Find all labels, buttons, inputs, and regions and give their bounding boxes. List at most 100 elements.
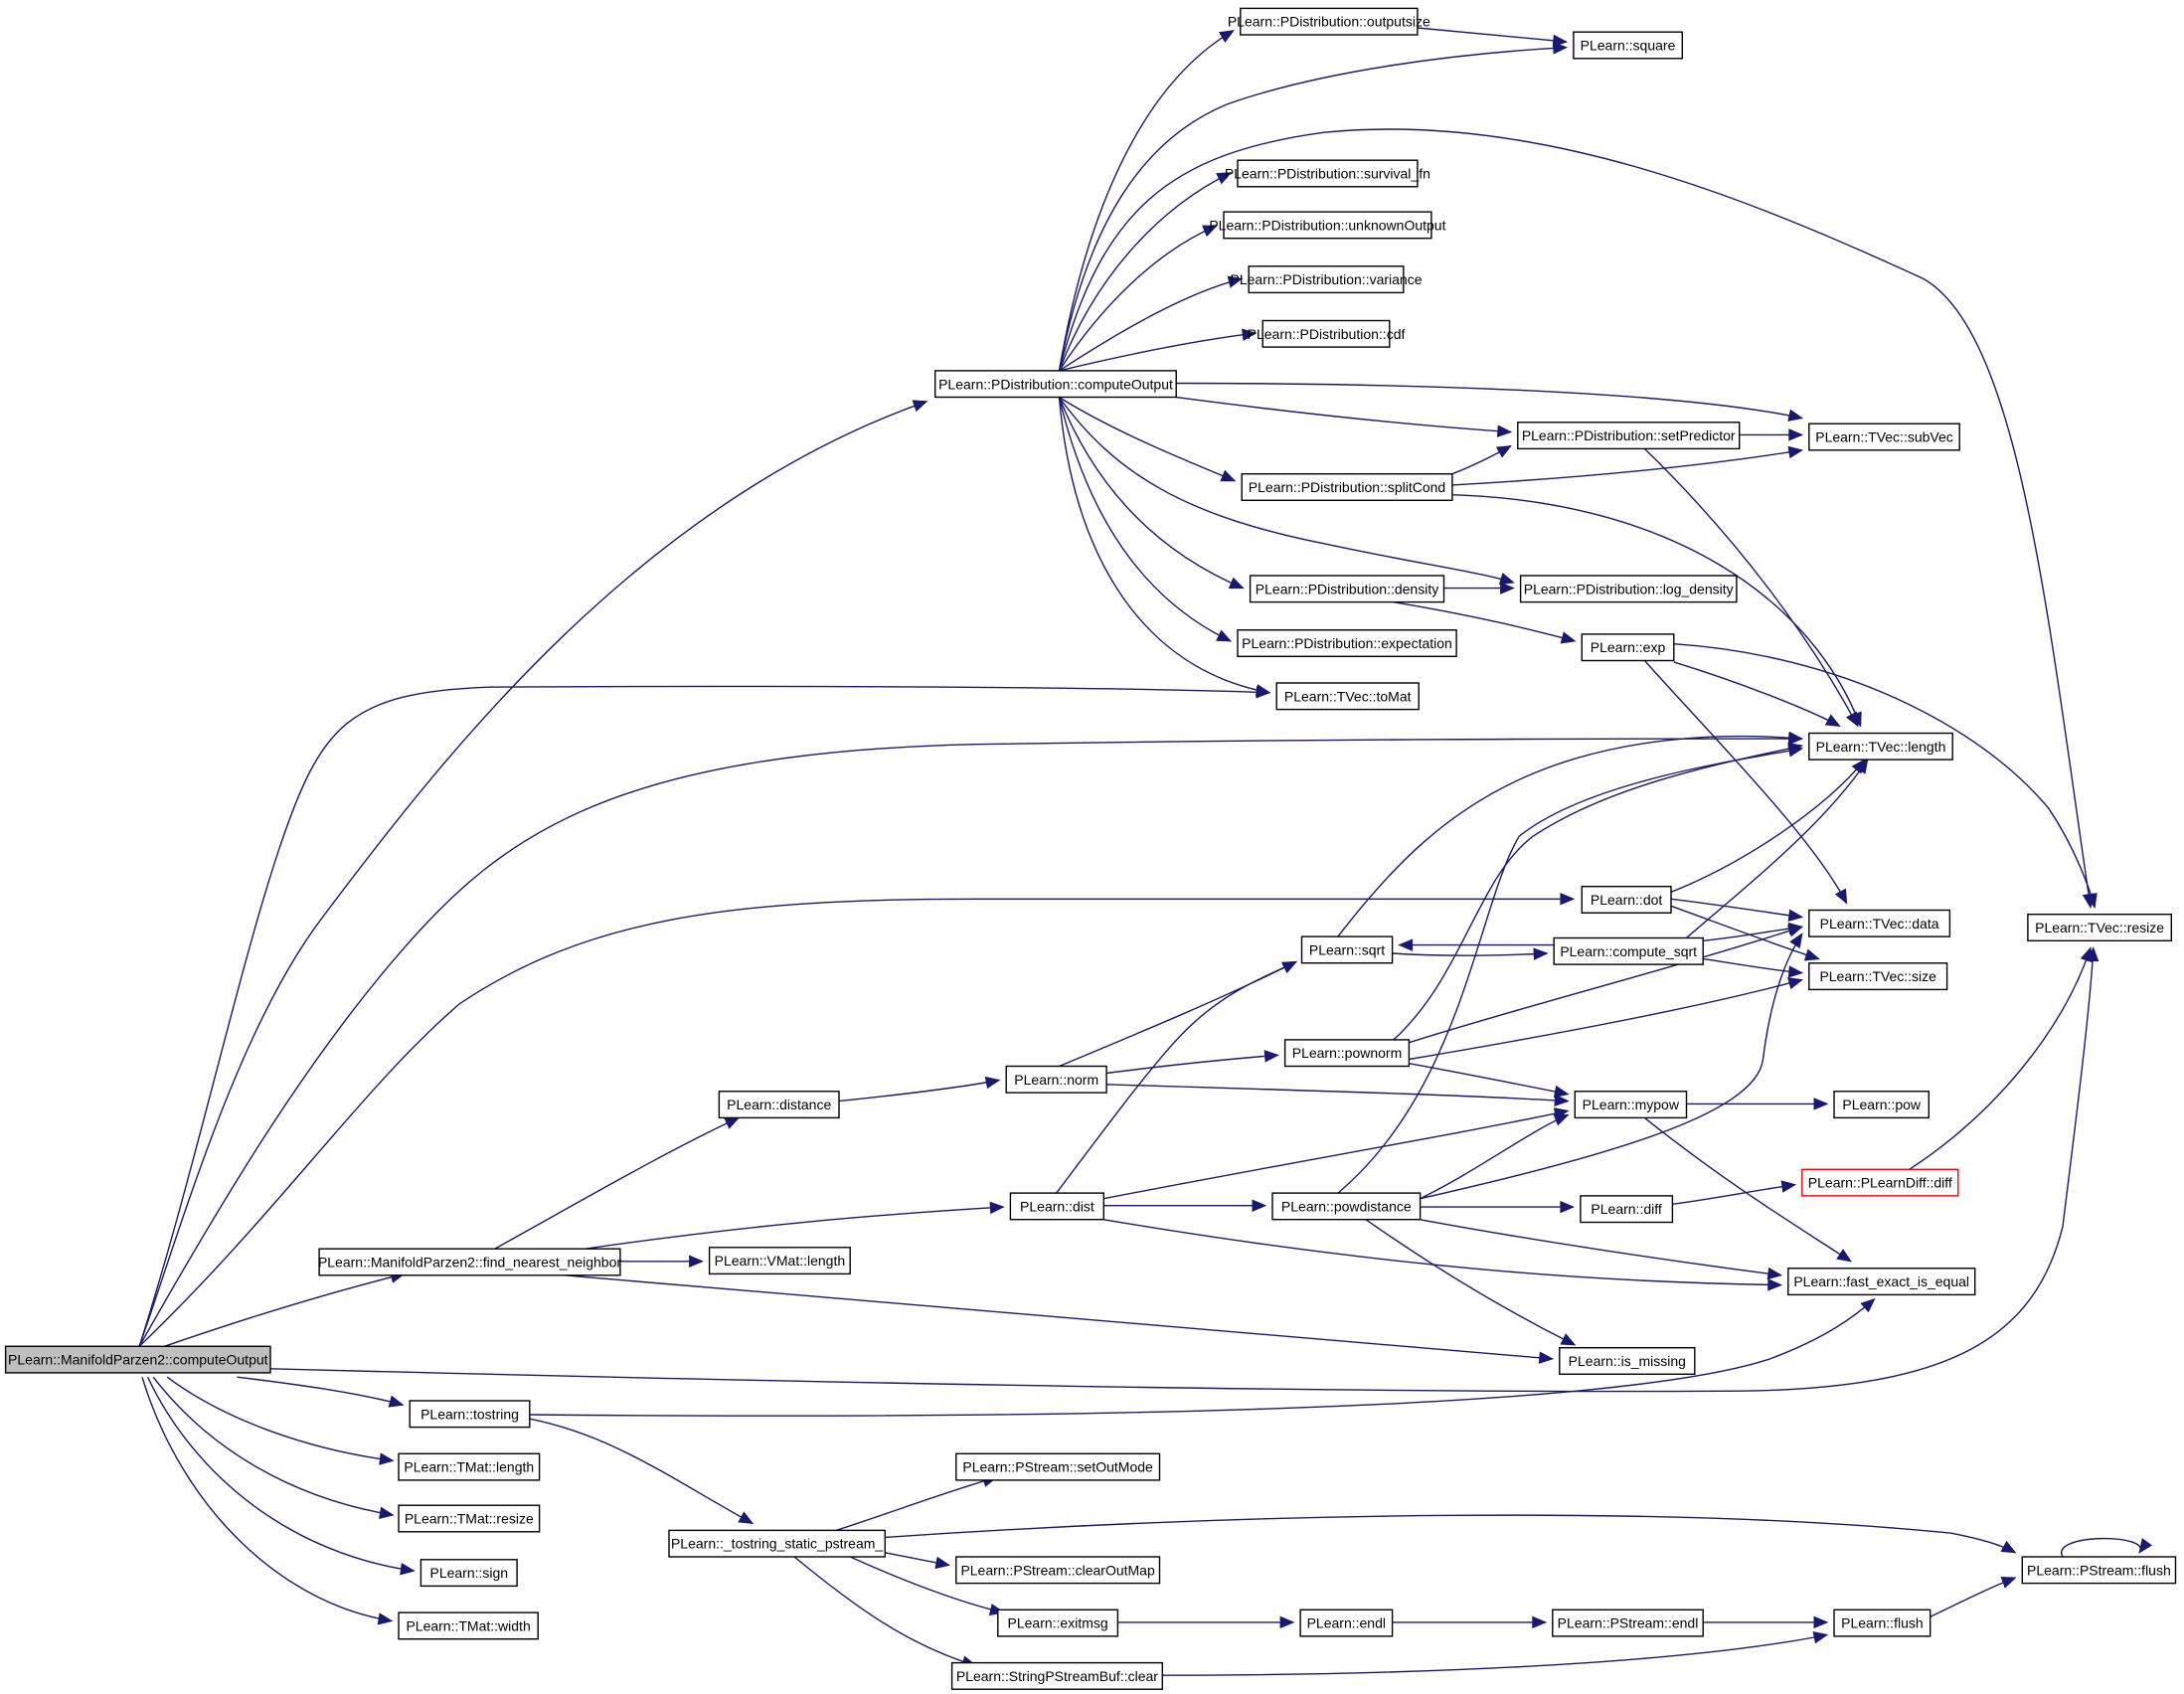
graph-node-sign[interactable]: PLearn::sign: [420, 1559, 518, 1588]
node-box[interactable]: [1833, 1609, 1932, 1637]
graph-node-square[interactable]: PLearn::square: [1573, 31, 1684, 60]
node-box[interactable]: [1275, 682, 1420, 711]
node-box[interactable]: [1808, 909, 1951, 937]
node-box[interactable]: [1787, 1268, 1976, 1296]
node-box[interactable]: [718, 1091, 840, 1119]
node-box[interactable]: [934, 370, 1177, 399]
graph-node-feq[interactable]: PLearn::fast_exact_is_equal: [1787, 1268, 1976, 1296]
node-box[interactable]: [1249, 575, 1445, 603]
graph-node-endl[interactable]: PLearn::endl: [1299, 1609, 1394, 1637]
graph-node-tsp[interactable]: PLearn::_tostring_static_pstream_: [668, 1529, 887, 1558]
graph-node-powdist[interactable]: PLearn::powdistance: [1271, 1192, 1422, 1221]
graph-node-tmlen[interactable]: PLearn::TMat::length: [398, 1452, 541, 1481]
graph-node-expect[interactable]: PLearn::PDistribution::expectation: [1237, 629, 1457, 658]
graph-node-dot[interactable]: PLearn::dot: [1581, 886, 1672, 915]
node-box[interactable]: [1808, 962, 1948, 991]
graph-node-distance[interactable]: PLearn::distance: [718, 1091, 840, 1119]
node-box[interactable]: [1299, 1609, 1394, 1637]
graph-node-pd_out[interactable]: PLearn::PDistribution::outputsize: [1228, 7, 1430, 36]
node-box[interactable]: [997, 1609, 1119, 1637]
graph-node-pdiff[interactable]: PLearn::PLearnDiff::diff: [1801, 1168, 1959, 1197]
node-box[interactable]: [1574, 1091, 1688, 1119]
node-box[interactable]: [398, 1452, 541, 1481]
node-box[interactable]: [668, 1529, 887, 1558]
node-box[interactable]: [409, 1400, 531, 1429]
graph-node-variance[interactable]: PLearn::PDistribution::variance: [1231, 265, 1423, 294]
graph-node-exitmsg[interactable]: PLearn::exitmsg: [997, 1609, 1119, 1637]
node-box[interactable]: [1300, 935, 1394, 964]
graph-node-pd_co[interactable]: PLearn::PDistribution::computeOutput: [934, 370, 1177, 399]
node-box[interactable]: [1581, 886, 1672, 915]
node-box[interactable]: [1573, 31, 1684, 60]
node-box[interactable]: [1261, 319, 1391, 348]
node-box[interactable]: [1519, 575, 1738, 603]
node-box[interactable]: [2021, 1556, 2177, 1585]
graph-node-norm[interactable]: PLearn::norm: [1005, 1065, 1107, 1094]
node-box[interactable]: [955, 1452, 1161, 1481]
graph-node-dist[interactable]: PLearn::dist: [1009, 1192, 1105, 1221]
graph-node-vmlen[interactable]: PLearn::VMat::length: [708, 1247, 851, 1275]
node-box[interactable]: [1005, 1065, 1107, 1094]
graph-node-survival[interactable]: PLearn::PDistribution::survival_fn: [1225, 159, 1430, 188]
graph-node-fnn[interactable]: PLearn::ManifoldParzen2::find_nearest_ne…: [318, 1248, 621, 1276]
graph-node-psendl[interactable]: PLearn::PStream::endl: [1552, 1609, 1704, 1637]
node-box[interactable]: [1559, 1346, 1696, 1375]
graph-node-diff[interactable]: PLearn::diff: [1580, 1195, 1674, 1224]
node-box[interactable]: [1517, 422, 1741, 450]
node-box[interactable]: [1581, 633, 1675, 662]
graph-node-setoutmode[interactable]: PLearn::PStream::setOutMode: [955, 1452, 1161, 1481]
graph-node-tostring[interactable]: PLearn::tostring: [409, 1400, 531, 1429]
node-box[interactable]: [955, 1556, 1161, 1585]
graph-node-ismiss[interactable]: PLearn::is_missing: [1559, 1346, 1696, 1375]
node-box[interactable]: [1580, 1195, 1674, 1224]
node-box[interactable]: [1223, 211, 1432, 240]
graph-node-pownorm[interactable]: PLearn::pownorm: [1283, 1039, 1411, 1068]
graph-node-splitcond[interactable]: PLearn::PDistribution::splitCond: [1241, 473, 1453, 502]
graph-node-sqrt[interactable]: PLearn::sqrt: [1300, 935, 1394, 964]
graph-node-tvsize[interactable]: PLearn::TVec::size: [1808, 962, 1948, 991]
node-box[interactable]: [4, 1345, 271, 1374]
node-box[interactable]: [1237, 629, 1457, 658]
node-box[interactable]: [420, 1559, 518, 1588]
node-box[interactable]: [1248, 265, 1405, 294]
graph-node-pow[interactable]: PLearn::pow: [1833, 1091, 1931, 1119]
node-box[interactable]: [1237, 159, 1419, 188]
node-box[interactable]: [318, 1248, 621, 1276]
graph-node-density[interactable]: PLearn::PDistribution::density: [1249, 575, 1445, 603]
graph-node-psflush[interactable]: PLearn::PStream::flush: [2021, 1556, 2177, 1585]
node-box[interactable]: [1009, 1192, 1105, 1221]
node-box[interactable]: [1808, 423, 1960, 451]
node-box[interactable]: [1553, 936, 1704, 965]
node-box[interactable]: [1271, 1192, 1422, 1221]
graph-node-spclear[interactable]: PLearn::StringPStreamBuf::clear: [950, 1661, 1163, 1690]
graph-node-tomat[interactable]: PLearn::TVec::toMat: [1275, 682, 1420, 711]
graph-node-tmwidth[interactable]: PLearn::TMat::width: [398, 1611, 539, 1640]
graph-node-tvresize[interactable]: PLearn::TVec::resize: [2027, 914, 2173, 942]
node-box[interactable]: [950, 1661, 1163, 1690]
graph-node-exp[interactable]: PLearn::exp: [1581, 633, 1675, 662]
graph-node-subvec[interactable]: PLearn::TVec::subVec: [1808, 423, 1960, 451]
graph-node-cdf[interactable]: PLearn::PDistribution::cdf: [1248, 319, 1406, 348]
node-box[interactable]: [1808, 732, 1953, 761]
graph-node-clearoutmap[interactable]: PLearn::PStream::clearOutMap: [955, 1556, 1161, 1585]
node-box[interactable]: [1241, 473, 1453, 502]
node-box[interactable]: [708, 1247, 851, 1275]
graph-node-mypow[interactable]: PLearn::mypow: [1574, 1091, 1688, 1119]
graph-node-unknown[interactable]: PLearn::PDistribution::unknownOutput: [1209, 211, 1446, 240]
node-box[interactable]: [1833, 1091, 1931, 1119]
graph-node-tvdata[interactable]: PLearn::TVec::data: [1808, 909, 1951, 937]
graph-node-csqrt[interactable]: PLearn::compute_sqrt: [1553, 936, 1704, 965]
node-box[interactable]: [1801, 1168, 1959, 1197]
graph-node-logdens[interactable]: PLearn::PDistribution::log_density: [1519, 575, 1738, 603]
graph-node-flush[interactable]: PLearn::flush: [1833, 1609, 1932, 1637]
graph-node-tvlen[interactable]: PLearn::TVec::length: [1808, 732, 1953, 761]
node-box[interactable]: [1552, 1609, 1704, 1637]
node-box[interactable]: [1240, 7, 1419, 36]
node-box[interactable]: [2027, 914, 2173, 942]
graph-node-tmresize[interactable]: PLearn::TMat::resize: [398, 1504, 541, 1533]
graph-node-setpred[interactable]: PLearn::PDistribution::setPredictor: [1517, 422, 1741, 450]
graph-node-root[interactable]: PLearn::ManifoldParzen2::computeOutput: [4, 1345, 271, 1374]
node-box[interactable]: [398, 1504, 541, 1533]
node-box[interactable]: [1283, 1039, 1411, 1068]
node-box[interactable]: [398, 1611, 539, 1640]
